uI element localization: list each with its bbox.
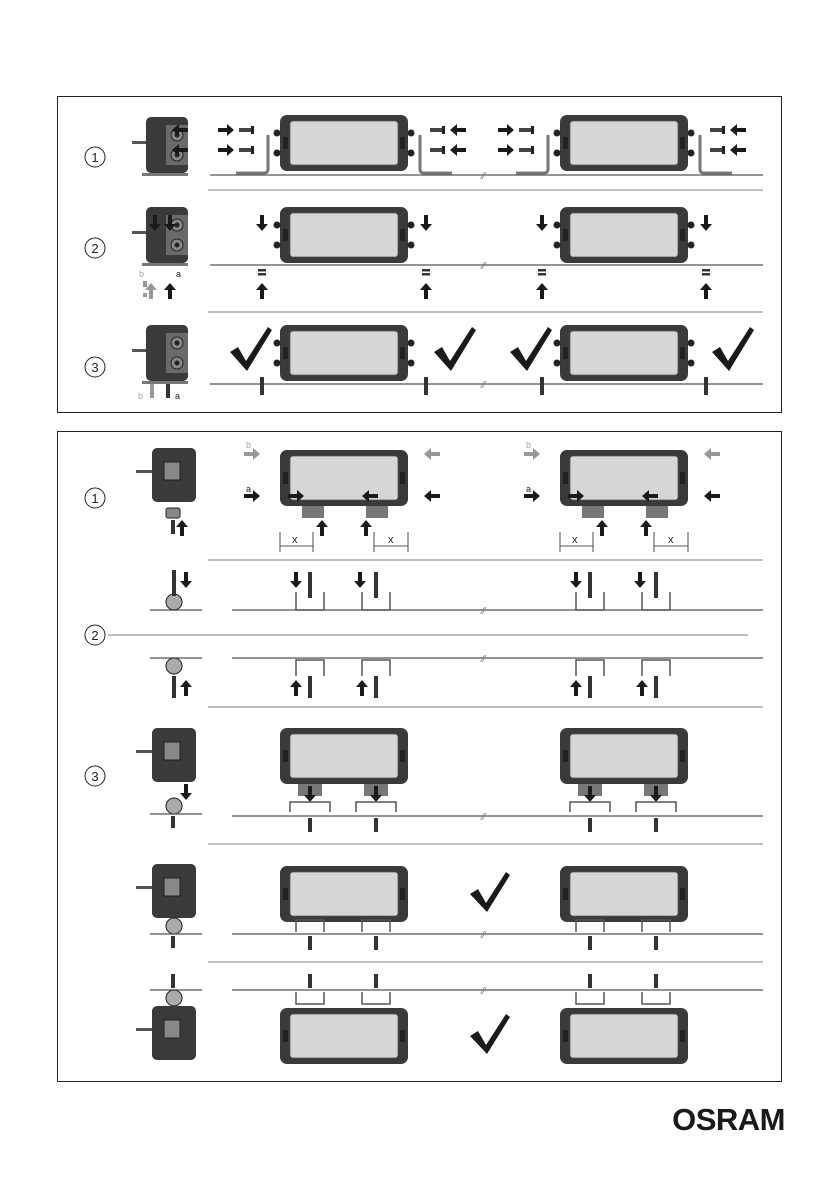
mount-block	[302, 506, 668, 518]
svg-text:3: 3	[91, 360, 98, 375]
step-3-badge: 3	[85, 766, 105, 786]
side-view-lamp: b a	[132, 325, 188, 401]
top-panel-illustration: 1 2 3 ⁄⁄ b a	[58, 97, 783, 414]
side-view-lamp	[136, 864, 202, 948]
step-1-badge: 1	[85, 488, 105, 508]
dimension-labels: x x x x	[292, 534, 674, 546]
lamp-right	[554, 115, 695, 171]
svg-text:x: x	[668, 534, 674, 546]
svg-text:a: a	[176, 269, 181, 279]
step-1-badge: 1	[85, 147, 105, 167]
side-view-lamp	[136, 728, 202, 828]
u-bolt	[290, 802, 676, 812]
svg-text:2: 2	[91, 241, 98, 256]
break-symbol: ⁄⁄	[479, 261, 487, 272]
lamp-left	[274, 207, 415, 263]
mount-block	[298, 784, 668, 796]
bracket-r	[700, 135, 732, 173]
break-symbol: ⁄⁄	[479, 930, 487, 941]
svg-text:1: 1	[91, 150, 98, 165]
lamp-left	[280, 1008, 408, 1064]
check-icon	[470, 1014, 510, 1054]
side-view-lamp: b a	[132, 207, 188, 299]
step-2-badge: 2	[85, 625, 748, 645]
svg-text:b: b	[138, 391, 143, 401]
lamp-right	[554, 325, 695, 381]
lamp-right	[560, 728, 688, 784]
side-view-lamp	[132, 117, 188, 176]
step-3-badge: 3	[85, 357, 105, 377]
lamp-left	[280, 866, 408, 922]
lamp-left	[280, 728, 408, 784]
lamp-left	[274, 325, 415, 381]
arrow-icon	[172, 676, 658, 698]
svg-text:2: 2	[91, 628, 98, 643]
svg-text:b: b	[526, 440, 531, 450]
mount-plate	[166, 594, 182, 610]
lamp-left	[274, 115, 415, 171]
svg-text:a: a	[526, 484, 531, 494]
side-view-lamp	[136, 448, 196, 536]
break-symbol: ⁄⁄	[479, 380, 487, 391]
svg-text:b: b	[246, 440, 251, 450]
arrow-icon	[304, 786, 662, 802]
svg-text:1: 1	[91, 491, 98, 506]
svg-text:b: b	[139, 269, 144, 279]
break-symbol: ⁄⁄	[479, 654, 487, 665]
bottom-panel: 1 2 3 b a b a	[57, 431, 782, 1082]
lamp-right	[560, 866, 688, 922]
break-symbol: ⁄⁄	[479, 986, 487, 997]
brand-logo: OSRAM	[655, 1100, 785, 1140]
bottom-panel-illustration: 1 2 3 b a b a	[58, 432, 783, 1083]
mount-plate	[166, 658, 182, 674]
lamp-right	[560, 1008, 688, 1064]
break-symbol: ⁄⁄	[479, 606, 487, 617]
svg-text:a: a	[246, 484, 251, 494]
svg-text:x: x	[572, 534, 578, 546]
lamp-right	[554, 207, 695, 263]
step-2-badge: 2	[85, 238, 105, 258]
arrow-icon	[172, 570, 658, 598]
svg-text:x: x	[292, 534, 298, 546]
check-icon	[470, 872, 510, 912]
break-symbol: ⁄⁄	[479, 171, 487, 182]
dimension-x	[280, 532, 688, 552]
svg-text:a: a	[175, 391, 180, 401]
svg-text:x: x	[388, 534, 394, 546]
arrow-icon	[316, 520, 652, 536]
break-symbol: ⁄⁄	[479, 812, 487, 823]
svg-text:3: 3	[91, 769, 98, 784]
top-panel: 1 2 3 ⁄⁄ b a	[57, 96, 782, 413]
side-view-lamp	[136, 974, 202, 1060]
bracket-r	[420, 135, 452, 173]
